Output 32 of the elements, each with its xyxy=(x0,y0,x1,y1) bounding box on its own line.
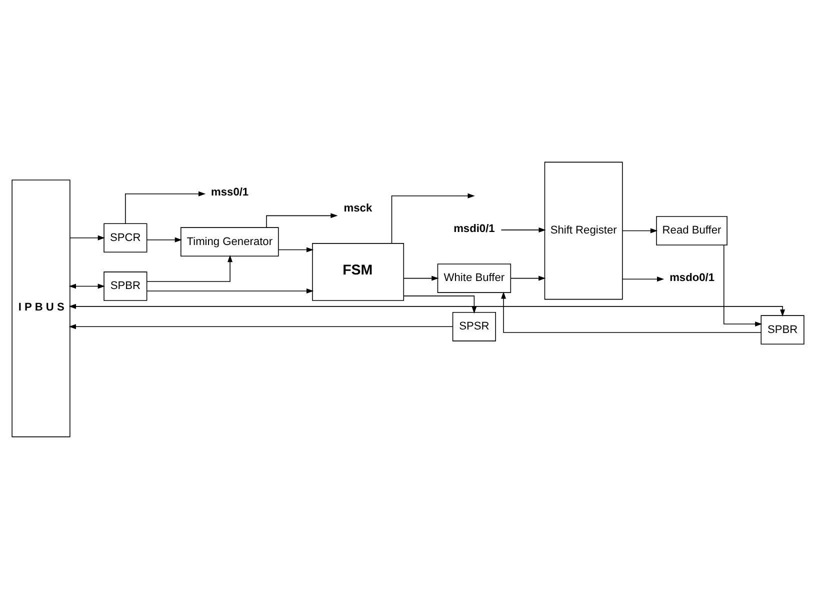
arrow xyxy=(723,244,762,326)
node-text: msdo0/1 xyxy=(670,272,715,284)
arrow xyxy=(146,288,314,293)
arrow xyxy=(404,295,477,314)
node-box: FSM xyxy=(312,242,404,300)
arrow xyxy=(500,226,546,232)
arrow xyxy=(622,228,658,233)
arrow xyxy=(68,303,786,316)
arrow xyxy=(404,275,439,280)
arrow xyxy=(391,192,475,244)
node-box: Read Buffer xyxy=(656,216,728,245)
node-box: SPBR xyxy=(760,314,804,344)
arrow xyxy=(125,190,206,224)
arrow xyxy=(278,246,314,252)
arrow xyxy=(68,324,454,329)
arrow xyxy=(622,276,664,282)
node-text: msck xyxy=(344,202,372,214)
node-box: SPBR xyxy=(104,271,148,300)
arrow xyxy=(146,254,233,282)
arrow xyxy=(146,236,182,242)
node-box: SPCR xyxy=(104,222,148,252)
arrow xyxy=(70,234,105,240)
node-text: mss0/1 xyxy=(211,186,249,198)
node-box: White Buffer xyxy=(437,263,512,292)
arrow xyxy=(510,275,546,280)
arrow xyxy=(501,291,762,332)
node-box: Shift Register xyxy=(544,161,623,300)
node-box: I P B U S xyxy=(12,179,70,437)
node-text: msdi0/1 xyxy=(454,222,495,235)
node-box: Timing Generator xyxy=(180,226,279,256)
node-box: SPSR xyxy=(452,311,496,341)
arrow xyxy=(68,283,105,288)
